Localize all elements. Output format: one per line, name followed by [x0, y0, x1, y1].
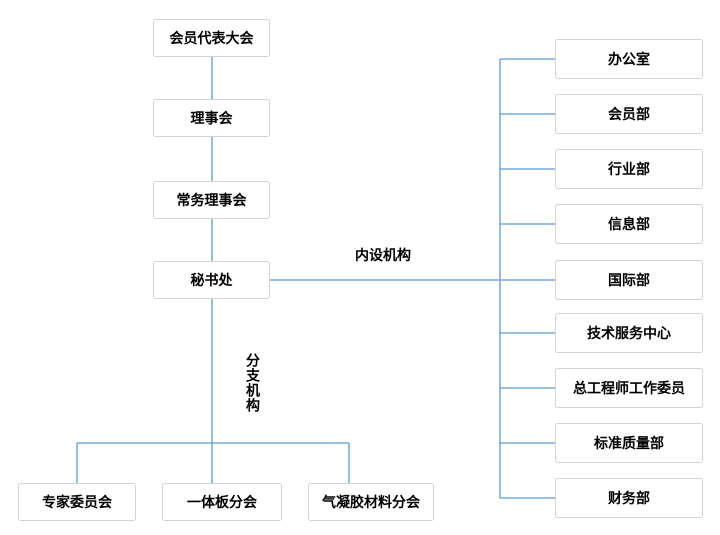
node-industry-dept: 行业部	[555, 149, 703, 189]
node-membership-dept: 会员部	[555, 94, 703, 134]
connector-group	[76, 57, 555, 499]
node-international-dept: 国际部	[555, 260, 703, 300]
node-finance-dept: 财务部	[555, 478, 703, 518]
node-member-assembly: 会员代表大会	[153, 19, 270, 57]
node-aerogel-materials-branch: 气凝胶材料分会	[308, 483, 434, 521]
node-integrated-board-branch: 一体板分会	[162, 483, 282, 521]
node-secretariat: 秘书处	[153, 261, 270, 299]
node-information-dept: 信息部	[555, 204, 703, 244]
node-chief-engineer-committee: 总工程师工作委员	[555, 368, 703, 408]
node-office: 办公室	[555, 39, 703, 79]
node-board-of-directors: 理事会	[153, 99, 270, 137]
label-internal-organs: 内设机构	[355, 247, 411, 263]
node-standards-quality-dept: 标准质量部	[555, 423, 703, 463]
node-expert-committee: 专家委员会	[18, 483, 136, 521]
node-standing-council: 常务理事会	[153, 181, 270, 219]
node-tech-service-center: 技术服务中心	[555, 313, 703, 353]
label-branch-organs: 分支机构	[245, 353, 261, 413]
